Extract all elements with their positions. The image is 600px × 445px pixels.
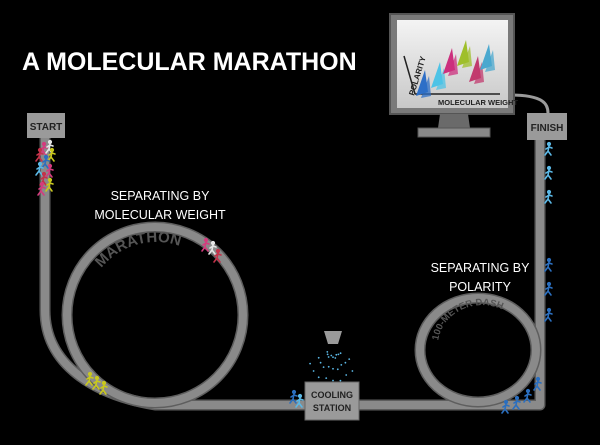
spray-drop xyxy=(344,361,347,364)
chromatogram-peaks xyxy=(416,40,495,98)
runner-icon xyxy=(544,257,553,272)
runner-icon xyxy=(544,281,553,296)
finish-sign: FINISH xyxy=(527,113,567,140)
cooling-label-1: COOLING xyxy=(311,390,353,400)
spray-drop xyxy=(334,357,337,359)
chromatogram-peak xyxy=(448,54,458,76)
spray-drop xyxy=(335,353,338,356)
spray-drop xyxy=(327,356,330,358)
runner-icon xyxy=(544,165,553,180)
finish-label: FINISH xyxy=(531,123,564,134)
separating-mw-line-1: SEPARATING BY xyxy=(111,189,211,203)
spray-drop xyxy=(336,368,339,371)
monitor-x-label: MOLECULAR WEIGHT xyxy=(438,98,518,107)
spray-drop xyxy=(340,364,343,366)
monitor: POLARITY MOLECULAR WEIGHT xyxy=(389,13,518,138)
cooling-label-2: STATION xyxy=(313,403,351,413)
spray-drop xyxy=(345,374,348,376)
spray-drop xyxy=(319,361,322,364)
chromatogram-peak xyxy=(462,46,472,68)
separating-mw-line-2: MOLECULAR WEIGHT xyxy=(94,208,226,222)
cooling-station: COOLING STATION xyxy=(304,331,360,421)
separating-pol-line-2: POLARITY xyxy=(449,280,511,294)
spray-drop xyxy=(325,377,328,379)
start-sign: START xyxy=(27,113,65,146)
chromatogram-peak xyxy=(421,76,431,98)
spray-drop xyxy=(332,356,334,358)
spray-drop xyxy=(322,366,325,368)
spray-drop xyxy=(327,365,330,368)
spray-drop xyxy=(339,379,342,382)
monitor-y-axis xyxy=(403,55,416,95)
spray-drop xyxy=(312,370,315,372)
runner-icon xyxy=(544,141,553,156)
monitor-cable xyxy=(509,93,550,114)
spray-drop xyxy=(326,351,329,353)
page-title: A MOLECULAR MARATHON xyxy=(22,48,357,76)
spray-drop xyxy=(326,353,329,356)
spray-drop xyxy=(339,352,342,355)
spray-drop xyxy=(332,379,334,382)
marathon-label: MARATHON xyxy=(92,229,183,271)
spray-drop xyxy=(332,367,334,370)
spray-drop xyxy=(337,353,340,356)
spray-drop xyxy=(309,362,311,365)
spray-drop xyxy=(317,356,320,359)
chromatogram-peak xyxy=(485,50,495,72)
spray-drop xyxy=(351,370,354,372)
race-track xyxy=(39,119,546,411)
runners xyxy=(35,139,553,414)
runner-icon xyxy=(544,307,553,322)
spray-drop xyxy=(317,376,320,379)
spray-drop xyxy=(348,358,351,360)
cooling-spray xyxy=(309,351,354,382)
spray-drop xyxy=(330,354,333,357)
start-label: START xyxy=(30,122,63,133)
runner-icon xyxy=(544,189,553,204)
separating-pol-line-1: SEPARATING BY xyxy=(431,261,531,275)
